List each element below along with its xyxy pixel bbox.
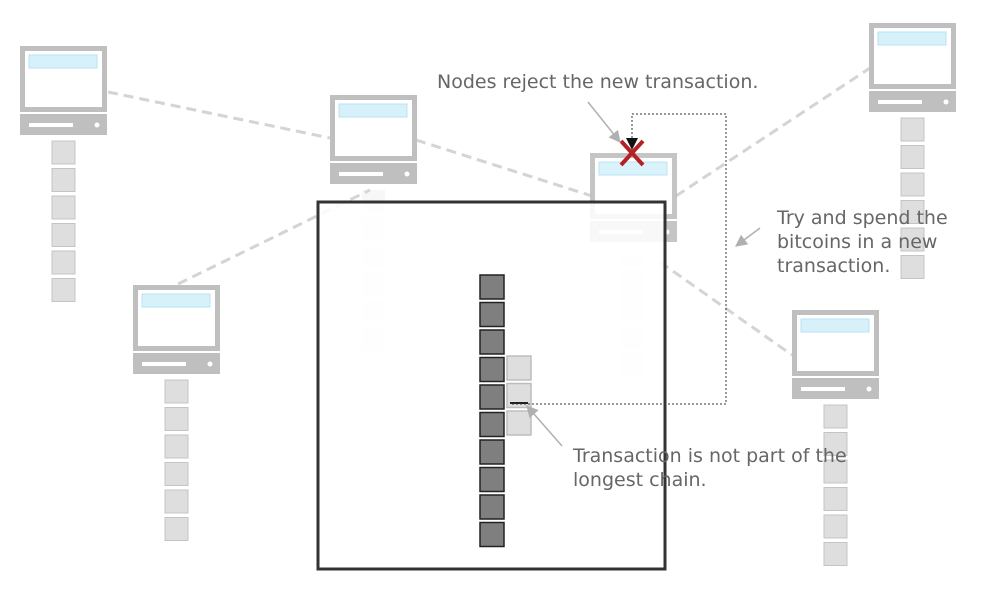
disk-slot bbox=[339, 172, 383, 176]
spend-annotation: Try and spend the bitcoins in a new tran… bbox=[777, 207, 948, 277]
chain-block bbox=[479, 521, 505, 548]
chain-block bbox=[479, 384, 505, 410]
block bbox=[823, 404, 848, 429]
block bbox=[900, 172, 925, 197]
chain-block bbox=[479, 466, 505, 493]
orphan-annotation: Transaction is not part of the longest c… bbox=[573, 445, 847, 491]
block bbox=[823, 487, 848, 511]
block bbox=[164, 489, 189, 514]
block bbox=[823, 514, 848, 539]
block bbox=[164, 407, 189, 431]
block bbox=[51, 195, 76, 220]
chain-block bbox=[479, 411, 505, 438]
chain-block bbox=[479, 329, 505, 355]
chain-block bbox=[479, 494, 505, 520]
side-chain-block bbox=[506, 355, 532, 381]
block bbox=[823, 459, 848, 484]
block bbox=[51, 223, 76, 247]
node-top-left bbox=[20, 46, 107, 302]
node-top-right bbox=[869, 23, 956, 279]
reject-x-icon bbox=[619, 139, 645, 167]
chain-block bbox=[479, 301, 505, 328]
block bbox=[51, 168, 76, 192]
spend-pointer bbox=[735, 227, 761, 247]
block bbox=[823, 542, 848, 566]
screen-bar bbox=[141, 293, 211, 308]
block bbox=[164, 434, 189, 459]
node-center bbox=[330, 95, 417, 184]
block bbox=[900, 145, 925, 169]
node-left bbox=[133, 285, 220, 541]
connection-line bbox=[107, 90, 331, 140]
screen-bar bbox=[28, 54, 98, 69]
side-chain-block bbox=[506, 410, 532, 436]
disk-slot bbox=[142, 362, 186, 366]
block bbox=[164, 517, 189, 541]
block bbox=[51, 250, 76, 275]
reject-annotation: Nodes reject the new transaction. bbox=[437, 71, 759, 93]
block bbox=[51, 278, 76, 302]
chain-block bbox=[479, 439, 505, 465]
screen-bar bbox=[598, 161, 668, 176]
chain-block bbox=[479, 274, 505, 300]
disk-slot bbox=[29, 123, 73, 127]
block bbox=[164, 379, 189, 404]
chain-block bbox=[479, 356, 505, 383]
block bbox=[164, 462, 189, 486]
disk-slot bbox=[878, 100, 922, 104]
block bbox=[900, 255, 925, 279]
power-led bbox=[404, 171, 410, 177]
screen-bar bbox=[877, 31, 947, 46]
block bbox=[900, 227, 925, 252]
block bbox=[900, 117, 925, 142]
power-led bbox=[207, 361, 213, 367]
power-led bbox=[866, 386, 872, 392]
node-right bbox=[792, 310, 879, 566]
transaction-broadcast-path bbox=[512, 113, 727, 405]
orphan-pointer bbox=[526, 405, 563, 447]
broadcast-arrowhead bbox=[626, 138, 638, 150]
screen-bar bbox=[800, 318, 870, 333]
block bbox=[823, 432, 848, 456]
connection-line bbox=[415, 138, 593, 198]
power-led bbox=[943, 99, 949, 105]
block bbox=[900, 200, 925, 224]
power-led bbox=[94, 122, 100, 128]
screen-bar bbox=[338, 103, 408, 118]
block bbox=[51, 140, 76, 165]
reject-pointer bbox=[587, 101, 621, 143]
zoom-blockchain bbox=[479, 274, 532, 548]
connection-line bbox=[675, 66, 871, 198]
disk-slot bbox=[801, 387, 845, 391]
